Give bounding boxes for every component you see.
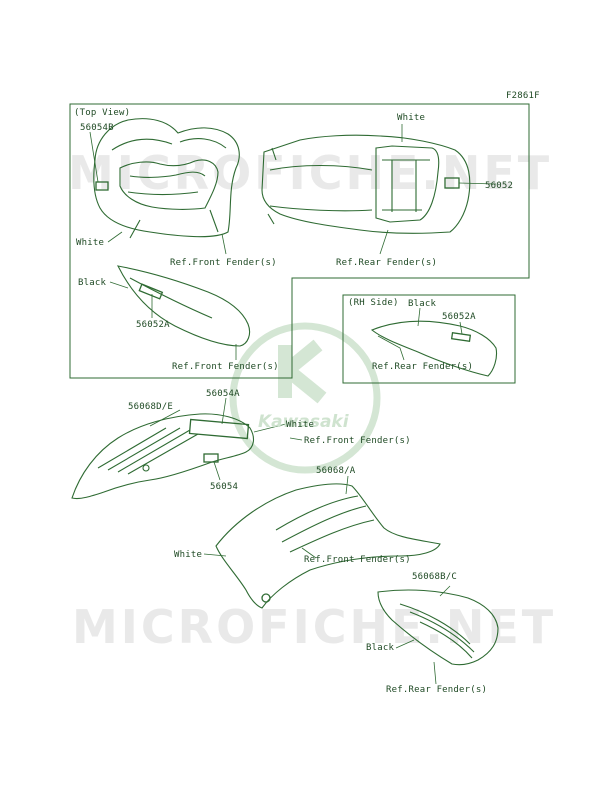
front-fender-side-black: [117, 265, 251, 347]
label-rh-side: (RH Side): [348, 298, 399, 308]
label-56052A-rh: 56052A: [442, 312, 476, 322]
label-black-lower: Black: [366, 643, 395, 653]
decal-56052A-left: [138, 283, 164, 300]
diagram-code: F2861F: [506, 91, 540, 101]
cowl-56068A: [215, 483, 441, 609]
label-56068BC: 56068B/C: [412, 572, 457, 582]
decal-56052A-rh: [450, 332, 472, 342]
kawasaki-decal-56054A: [188, 418, 250, 440]
label-top-view: (Top View): [74, 108, 131, 118]
leader-lines: [89, 124, 497, 685]
rear-cowl-56068BC: [377, 589, 499, 666]
label-white-lower: White: [174, 550, 203, 560]
label-56054A: 56054A: [206, 389, 240, 399]
mount-hole-icon: [261, 593, 271, 603]
label-ref-front-fender-4: Ref.Front Fender(s): [304, 555, 411, 565]
label-ref-rear-fender-2: Ref.Rear Fender(s): [372, 362, 474, 372]
decal-56054: [203, 453, 219, 463]
rear-fender-top-view: [261, 134, 471, 234]
cowl-left-56068DE: [71, 413, 255, 500]
label-56054B: 56054B: [80, 123, 114, 133]
label-56054: 56054: [210, 482, 239, 492]
front-fender-top-view: [93, 118, 240, 239]
label-ref-front-fender-1: Ref.Front Fender(s): [170, 258, 277, 268]
label-56052-right: 56052: [485, 181, 514, 191]
rear-fender-rh-side: [370, 320, 498, 377]
label-ref-front-fender-3: Ref.Front Fender(s): [304, 436, 411, 446]
label-56052A-left: 56052A: [136, 320, 170, 330]
label-white-mid: White: [286, 420, 315, 430]
label-white-top-center: White: [397, 113, 426, 123]
decal-56054B: [95, 181, 109, 191]
label-black-left: Black: [78, 278, 107, 288]
label-56068A: 56068/A: [316, 466, 356, 476]
decal-56052: [444, 177, 460, 189]
rh-side-frame: [342, 294, 516, 384]
watermark-brand: Kawasaki: [258, 412, 349, 432]
label-ref-rear-fender-3: Ref.Rear Fender(s): [386, 685, 488, 695]
label-ref-front-fender-2: Ref.Front Fender(s): [172, 362, 279, 372]
label-black-rh: Black: [408, 299, 437, 309]
kawasaki-watermark-icon: [229, 322, 381, 474]
label-ref-rear-fender-1: Ref.Rear Fender(s): [336, 258, 438, 268]
top-view-frame: [69, 103, 530, 379]
label-white-left-top: White: [76, 238, 105, 248]
watermark-text-bottom: MICROFICHE.NET: [72, 600, 557, 654]
label-56068DE: 56068D/E: [128, 402, 173, 412]
